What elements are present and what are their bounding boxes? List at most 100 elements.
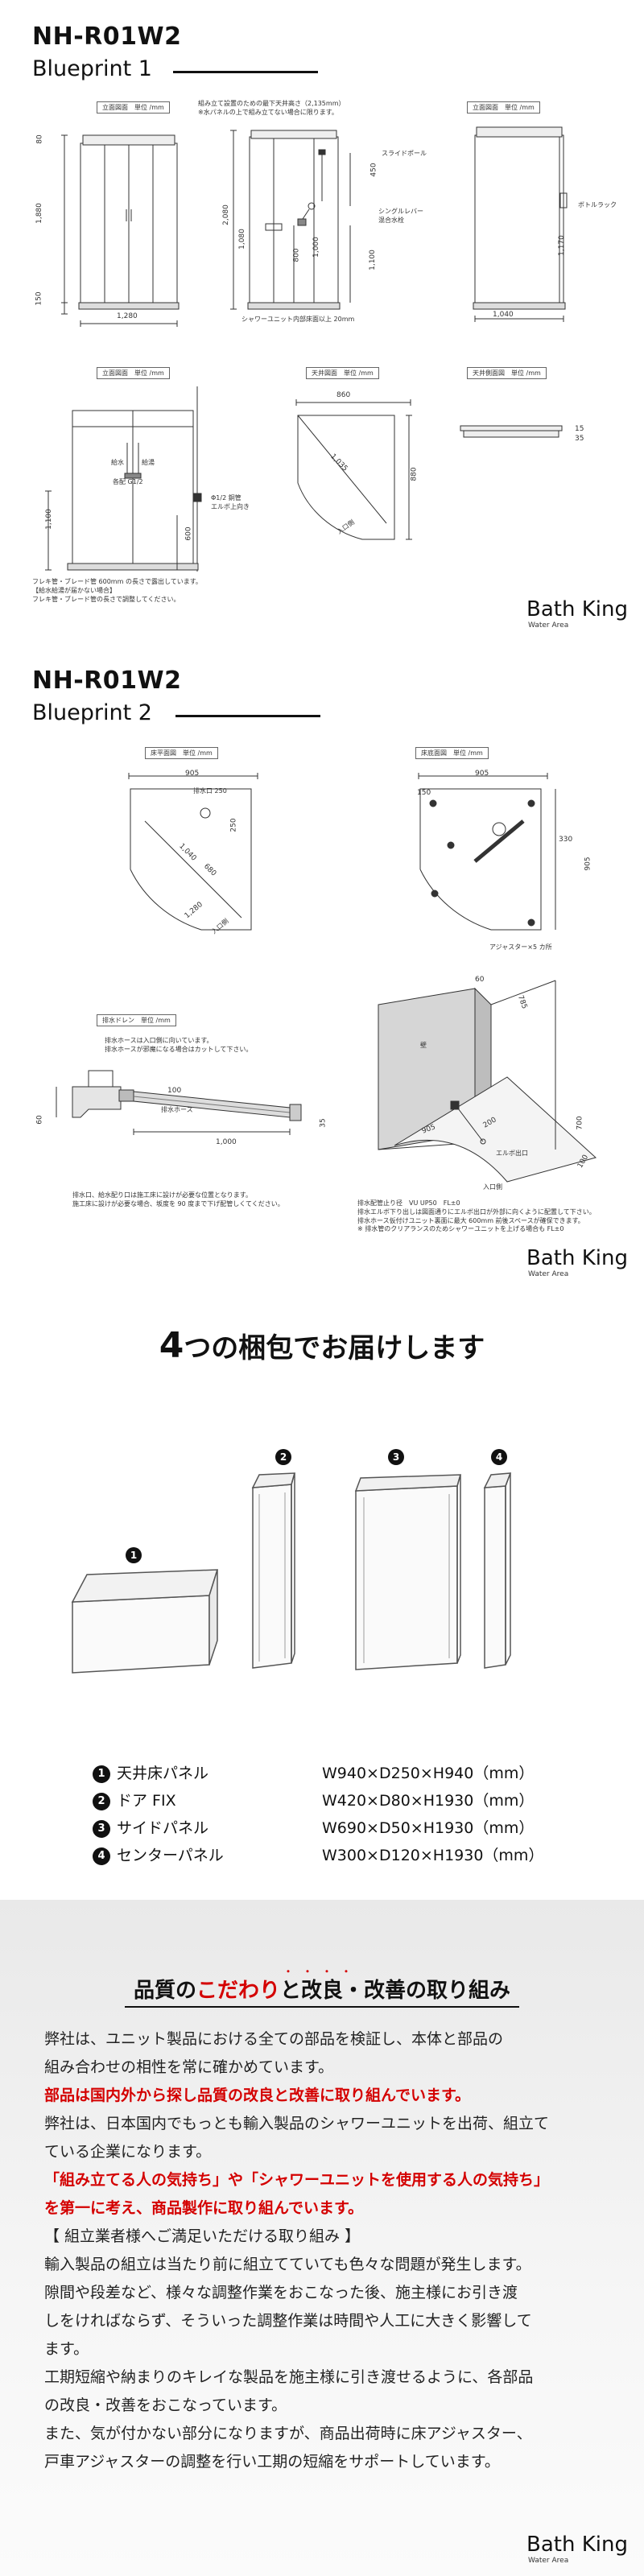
dim-100: 100 [167,1087,182,1095]
quality-line-emphasis: を第一に考え、商品製作に取り組んでいます。 [44,2199,364,2217]
quality-line: 戸車アジャスターの調整を行い工期の短縮をサポートしています。 [44,2453,500,2471]
drain-note: 排水ホースは入口側に向いています。 排水ホースが邪魔になる場合はカットして下さい… [105,1037,253,1053]
dim-1880: 1,880 [35,203,43,224]
interior-elevation-drawing [201,129,394,322]
dim-60b: 60 [475,976,485,984]
quality-title-pre: 品質の [133,1979,196,2003]
dim-1170: 1,170 [557,235,566,256]
dim-860: 860 [336,391,351,399]
blueprint-title: Blueprint 2 [32,700,152,725]
quality-title-emphasis: こだわり [196,1979,280,2003]
dim-330: 330 [559,836,573,844]
install-perspective-drawing [362,972,604,1206]
package-name: 天井床パネル [117,1765,209,1782]
ceiling-plan-tag: 天井図面 単位 /mm [306,367,379,379]
side-elevation-tag: 立面図面 単位 /mm [467,101,540,114]
dim-905: 905 [185,770,200,778]
hot-water-label: 給湯 [142,459,155,466]
side-elevation-drawing [451,113,612,322]
badge-3: 3 [93,1819,110,1838]
brand-logo: Bath King Water Area [526,2533,628,2565]
title-rule [175,715,320,717]
package-size: W690×D50×H1930（mm） [322,1819,535,1837]
dim-905-vert: 905 [584,857,592,871]
drain-position-note: 排水口、給水配り口は施工床に設けが必要な位置となります。 施工床に設けが必要な場… [72,1191,284,1208]
supply-size-label: 各配 G1/2 [113,478,143,485]
single-lever-label: シングルレバー 混合水栓 [378,208,423,224]
dim-880: 880 [410,467,419,481]
badge-2: 2 [93,1792,110,1810]
quality-title: ・・・・ 品質のこだわりと改良・改善の取り組み [0,1966,644,2004]
title-rule [173,71,318,73]
dim-15: 15 [575,425,584,433]
drain-elbow-label: Φ1/2 銅管 エルボ上向き [211,494,250,510]
floor-plan-drawing [113,765,290,942]
quality-line: 工期短縮や納まりのキレイな製品を施主様に引き渡せるように、各部品 [44,2368,534,2386]
flex-pipe-note: フレキ管・ブレード管 600mm の長さで露出しています。 【給水給湯が届かない… [32,578,202,603]
dim-1080: 1,080 [237,229,246,250]
ceiling-side-drawing [459,423,580,447]
package-size: W420×D80×H1930（mm） [322,1792,535,1810]
quality-section: ・・・・ 品質のこだわりと改良・改善の取り組み 弊社は、ユニット製品における全て… [0,1900,644,2576]
dim-80: 80 [35,134,44,144]
entrance-label-2: 入口側 [483,1183,502,1191]
quality-line-emphasis: 「組み立てる人の気持ち」や「シャワーユニットを使用する人の気持ち」 [44,2171,550,2189]
shower-floor-label: シャワーユニット内部床面以上 20mm [242,316,355,323]
quality-line-emphasis: 部品は国内外から探し品質の改良と改善に取り組んでいます。 [44,2087,471,2104]
quality-line: 隙間や段差など、様々な調整作業をおこなった後、施主様にお引き渡 [44,2284,518,2301]
quality-line: 弊社は、ユニット製品における全ての部品を検証し、本体と部品の [44,2030,504,2048]
package-2-number: 2 [280,1451,287,1463]
package-1-number: 1 [130,1550,137,1561]
front-elevation-drawing [32,113,209,330]
package-name: センターパネル [117,1847,224,1864]
dim-1000: 1,000 [312,237,320,258]
dim-150: 150 [417,789,431,797]
elbow-exit-label: エルボ出口 [496,1150,528,1157]
blueprint1-section: NH-R01W2 Blueprint 1 立面図面 単位 /mm [0,0,644,636]
package-name: ドア FIX [117,1792,176,1810]
quality-line: ます。 [44,2340,89,2358]
brand-sub: Water Area [528,621,569,630]
brand-sub: Water Area [528,2557,569,2565]
brand-logo: Bath King Water Area [526,1246,628,1278]
ceiling-plan-drawing [274,386,435,547]
quality-title-post: と改良・改善の取り組み [280,1979,511,2003]
dim-1000: 1,000 [216,1138,237,1146]
dim-600: 600 [184,526,193,541]
plumbing-elevation-drawing [32,378,242,588]
packaging-title: 4つの梱包でお届けします [0,1325,644,1366]
drain-pipe-note: 排水配管止り径 VU UP50 FL±0 排水エルボ下り出しは図面通りにエルボ出… [357,1199,596,1233]
bottle-rack-label: ボトルラック [578,201,617,208]
dim-1100: 1,100 [368,250,377,270]
ceiling-side-tag: 天井側面図 単位 /mm [467,367,547,379]
plumbing-elevation-tag: 立面図面 単位 /mm [97,367,170,379]
quality-line: ている企業になります。 [44,2143,212,2161]
blueprint-title: Blueprint 1 [32,56,152,81]
floor-plan-tag: 床平面図 単位 /mm [145,747,218,759]
dim-60: 60 [35,1115,44,1125]
front-elevation-tag: 立面図面 単位 /mm [97,101,170,114]
badge-4: 4 [93,1847,110,1865]
dim-2080: 2,080 [221,204,230,225]
drain-drawing [32,1055,322,1143]
ceiling-height-note: 組み立て設置のための最下天井高さ（2,135mm） ※水パネルの上で組み立てない… [198,100,345,116]
brand-name: Bath King [526,1246,628,1270]
wall-label: 壁 [420,1042,427,1049]
dim-905b: 905 [475,770,489,778]
quality-line: 【 組立業者様へご満足いただける取り組み 】 [44,2227,361,2245]
quality-line: また、気が付かない部分になりますが、商品出荷時に床アジャスター、 [44,2425,532,2442]
brand-logo: Bath King Water Area [526,597,628,630]
dim-1100-plumbing: 1,100 [44,509,53,530]
package-count: 4 [159,1325,184,1366]
package-4-number: 4 [496,1451,502,1463]
floor-underside-drawing [402,765,580,950]
quality-line: 組み合わせの相性を常に確かめています。 [44,2058,334,2076]
dim-1280: 1,280 [117,312,138,320]
package-row-3: 3 サイドパネル W690×D50×H1930（mm） [93,1816,576,1838]
package-name: サイドパネル [117,1819,209,1837]
quality-title-rule [125,2006,519,2008]
brand-name: Bath King [526,2533,628,2557]
quality-line: の改良・改善をおこなっています。 [44,2396,287,2414]
